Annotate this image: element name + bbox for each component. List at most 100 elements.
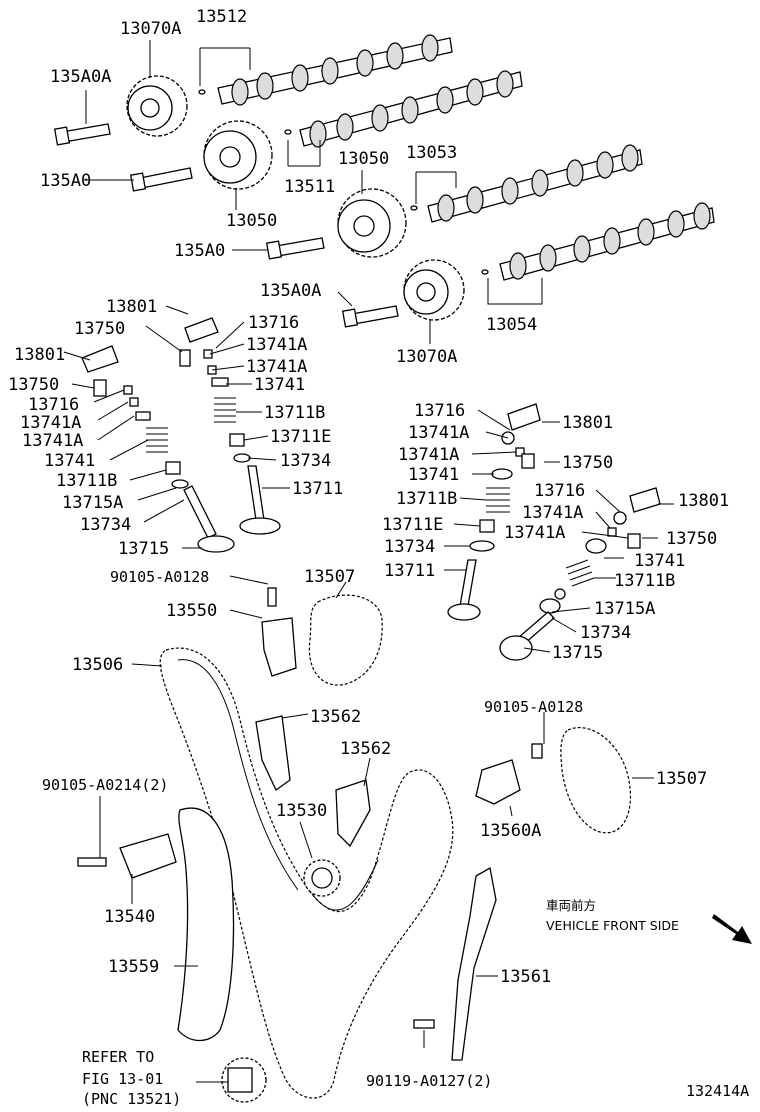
label-13711-a: 13711 — [292, 479, 343, 499]
label-13562-b: 13562 — [340, 739, 391, 759]
label-13711E-b: 13711E — [382, 515, 443, 535]
label-13734-c: 13734 — [384, 537, 435, 557]
label-13716-d: 13716 — [534, 481, 585, 501]
label-13711B-c: 13711B — [396, 489, 457, 509]
label-13750-d: 13750 — [666, 529, 717, 549]
label-13741A-b: 13741A — [246, 357, 307, 377]
label-13711B-d: 13711B — [614, 571, 675, 591]
refer-note-line1: REFER TO — [82, 1048, 154, 1066]
label-13560A: 13560A — [480, 821, 541, 841]
label-135A0A-mid: 135A0A — [260, 281, 321, 301]
label-13711E-a: 13711E — [270, 427, 331, 447]
label-13506: 13506 — [72, 655, 123, 675]
label-13530: 13530 — [276, 801, 327, 821]
label-13711-b: 13711 — [384, 561, 435, 581]
label-13550: 13550 — [166, 601, 217, 621]
label-13801-b: 13801 — [14, 345, 65, 365]
pin-13054 — [481, 269, 489, 275]
label-13741A-c: 13741A — [20, 413, 81, 433]
bolt-135A0A-mid — [341, 305, 399, 328]
bolt-135A0-top — [129, 167, 193, 192]
pin-13053 — [410, 205, 418, 211]
label-13741A-e: 13741A — [408, 423, 469, 443]
label-13715-b: 13715 — [552, 643, 603, 663]
label-13715A-b: 13715A — [594, 599, 655, 619]
label-13053: 13053 — [406, 143, 457, 163]
chain-13507-right — [560, 727, 632, 834]
label-135A0-top: 135A0 — [40, 171, 91, 191]
label-13561: 13561 — [500, 967, 551, 987]
part-labels: 13070A 13512 135A0A 135A0 13050 13511 13… — [8, 7, 729, 1090]
label-13741A-h: 13741A — [504, 523, 565, 543]
label-13801-a: 13801 — [106, 297, 157, 317]
label-13511: 13511 — [284, 177, 335, 197]
label-13070A-mid: 13070A — [396, 347, 457, 367]
camshaft-13512 — [217, 34, 453, 106]
camshaft-13053 — [427, 144, 643, 223]
label-13716-c: 13716 — [414, 401, 465, 421]
leader-lines — [63, 40, 674, 1083]
label-13750-a: 13750 — [74, 319, 125, 339]
label-13716-b: 13716 — [28, 395, 79, 415]
label-90105-A0214: 90105-A0214(2) — [42, 776, 168, 794]
label-13050-mid: 13050 — [338, 149, 389, 169]
direction-note-jp: 車両前方 — [546, 898, 596, 913]
sprocket-13530 — [303, 859, 341, 897]
tensioner-13560A — [475, 743, 543, 805]
tensioner-13550 — [261, 587, 297, 677]
label-13734-b: 13734 — [80, 515, 131, 535]
sprocket-13050-mid — [337, 188, 407, 258]
label-13507-right: 13507 — [656, 769, 707, 789]
label-13750-c: 13750 — [562, 453, 613, 473]
label-13711B-a: 13711B — [264, 403, 325, 423]
label-13741A-g: 13741A — [522, 503, 583, 523]
label-13559: 13559 — [108, 957, 159, 977]
valve-assembly-right — [447, 403, 661, 661]
chain-13507-left — [308, 594, 383, 686]
crank-sprocket — [221, 1057, 267, 1103]
tensioner-13540 — [77, 833, 177, 879]
valve-assembly-left — [81, 317, 281, 553]
label-13716-a: 13716 — [248, 313, 299, 333]
label-13741-a: 13741 — [254, 375, 305, 395]
guide-13562-b — [335, 779, 371, 848]
label-13070A-top: 13070A — [120, 19, 181, 39]
guide-13561 — [451, 866, 497, 1061]
bolt-135A0-mid — [265, 237, 325, 260]
sprocket-13050-left — [203, 120, 273, 190]
label-13741-b: 13741 — [44, 451, 95, 471]
pin-13512 — [198, 89, 206, 95]
label-13050-left: 13050 — [226, 211, 277, 231]
label-13741A-a: 13741A — [246, 335, 307, 355]
label-13054: 13054 — [486, 315, 537, 335]
label-90119-A0127: 90119-A0127(2) — [366, 1072, 492, 1090]
direction-note-en: VEHICLE FRONT SIDE — [546, 918, 679, 933]
label-13750-b: 13750 — [8, 375, 59, 395]
front-direction-arrow-icon — [712, 914, 752, 944]
guide-13559 — [177, 807, 235, 1042]
label-13734-a: 13734 — [280, 451, 331, 471]
label-13711B-b: 13711B — [56, 471, 117, 491]
label-13741-d: 13741 — [634, 551, 685, 571]
label-13507-left: 13507 — [304, 567, 355, 587]
label-13715A-a: 13715A — [62, 493, 123, 513]
label-13741A-d: 13741A — [22, 431, 83, 451]
camshaft-13511 — [299, 70, 523, 148]
label-13715-a: 13715 — [118, 539, 169, 559]
label-13801-c: 13801 — [562, 413, 613, 433]
pin-13511 — [284, 129, 292, 135]
label-13540: 13540 — [104, 907, 155, 927]
label-13512: 13512 — [196, 7, 247, 27]
label-13562-a: 13562 — [310, 707, 361, 727]
figure-id: 132414A — [686, 1082, 749, 1100]
bolt-135A0A-top — [53, 123, 111, 146]
label-13741A-f: 13741A — [398, 445, 459, 465]
label-13734-d: 13734 — [580, 623, 631, 643]
sprocket-13070A-mid — [403, 259, 465, 321]
sprocket-13070A-top — [126, 75, 188, 137]
bolt-90119-A0127 — [413, 1019, 435, 1029]
label-13801-d: 13801 — [678, 491, 729, 511]
label-90105-A0128-right: 90105-A0128 — [484, 698, 583, 716]
label-135A0A-top: 135A0A — [50, 67, 111, 87]
